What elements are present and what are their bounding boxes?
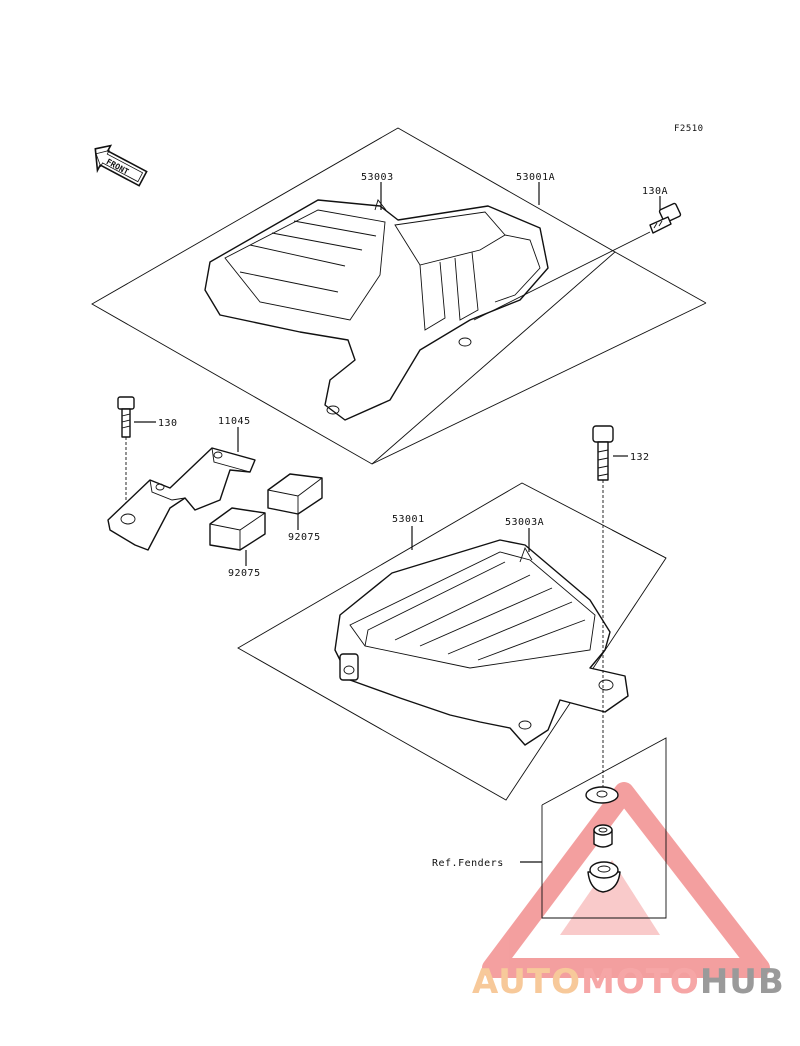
washer-icon [585,786,619,804]
label-130A: 130A [642,186,668,197]
label-ref-fenders: Ref.Fenders [432,858,504,869]
label-53001A: 53001A [516,172,555,183]
watermark-logo-icon [482,782,770,978]
ref-fenders-box [541,737,667,919]
rear-seat-53001A [204,199,549,421]
bolt-132-icon [592,425,614,481]
watermark-part-auto: AUTO [472,962,581,1002]
label-92075-left: 92075 [228,568,261,579]
bolt-130A-icon [649,202,682,234]
watermark-part-moto: MOTO [580,962,700,1002]
figure-code: F2510 [674,124,704,134]
cushion-92075-left [209,507,266,551]
watermark-part-hub: HUB [699,962,785,1002]
collar-icon [593,824,613,848]
front-seat-53001 [334,539,629,746]
bolt-130-icon [117,396,135,438]
front-arrow-icon: FRONT [94,144,148,187]
label-11045: 11045 [218,416,251,427]
watermark-text: AUTOMOTOHUB [472,962,785,1002]
bracket-11045 [107,447,256,551]
grommet-icon [587,861,621,893]
label-130: 130 [158,418,178,429]
label-92075-right: 92075 [288,532,321,543]
label-53003A: 53003A [505,517,544,528]
label-53003: 53003 [361,172,394,183]
cushion-92075-right [267,473,323,515]
label-53001: 53001 [392,514,425,525]
label-132: 132 [630,452,650,463]
